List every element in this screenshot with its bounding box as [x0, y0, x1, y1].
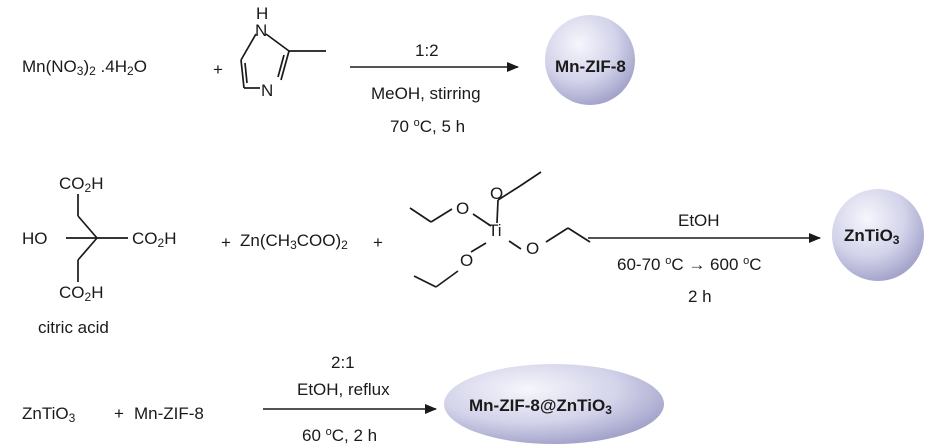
citric-ho: HO [22, 229, 48, 248]
reactant-mn-zif-8: Mn-ZIF-8 [134, 404, 204, 423]
citric-co2h-bottom: CO2H [59, 283, 104, 304]
product-ellipse-composite [444, 364, 664, 444]
row2-temperature-label: 60-70 oC → 600 oC [617, 255, 762, 274]
product-zntio3-label: ZnTiO3 [844, 226, 900, 247]
product-mn-zif-8-label: Mn-ZIF-8 [555, 57, 626, 76]
product-sphere-mn-zif-8 [545, 15, 635, 105]
titanium-ethoxide-structure [409, 171, 591, 288]
row1-solvent-label: MeOH, stirring [371, 84, 481, 103]
citric-co2h-top: CO2H [59, 174, 104, 195]
ti-o-top: O [490, 184, 504, 203]
imidazole-structure [240, 33, 326, 89]
citric-acid-name: citric acid [38, 318, 109, 337]
reactant-manganese-nitrate: Mn(NO3)2 .4H2O [22, 57, 147, 78]
imidazole-n-label: N [261, 81, 274, 100]
header-strip [0, 0, 150, 4]
ti-atom-label: Ti [488, 221, 502, 240]
row1-ratio-label: 1:2 [415, 41, 439, 60]
product-sphere-zntio3 [832, 189, 924, 281]
row3-solvent-label: EtOH, reflux [297, 380, 390, 399]
ti-o-right: O [526, 239, 540, 258]
plus-sign-row2-a: + [221, 233, 231, 252]
ti-o-left: O [456, 199, 470, 218]
row2-time-label: 2 h [688, 287, 712, 306]
citric-co2h-right: CO2H [132, 229, 177, 250]
plus-sign-row1: + [213, 60, 223, 79]
product-composite-label: Mn-ZIF-8@ZnTiO3 [469, 396, 612, 417]
plus-sign-row2-b: + [373, 233, 383, 252]
imidazole-h-label: H [256, 4, 269, 23]
plus-sign-row3: + [114, 404, 124, 423]
row1-condition-label: 70 oC, 5 h [390, 117, 466, 136]
row2-solvent-label: EtOH [678, 211, 720, 230]
row3-condition-label: 60 oC, 2 h [302, 426, 378, 445]
ti-o-bottom: O [460, 251, 474, 270]
reactant-zinc-acetate: Zn(CH3COO)2 [240, 231, 348, 252]
citric-acid-structure [66, 194, 128, 282]
imidazole-nh-label: N [255, 21, 268, 40]
reactant-zntio3: ZnTiO3 [22, 404, 76, 425]
row3-ratio-label: 2:1 [331, 353, 355, 372]
